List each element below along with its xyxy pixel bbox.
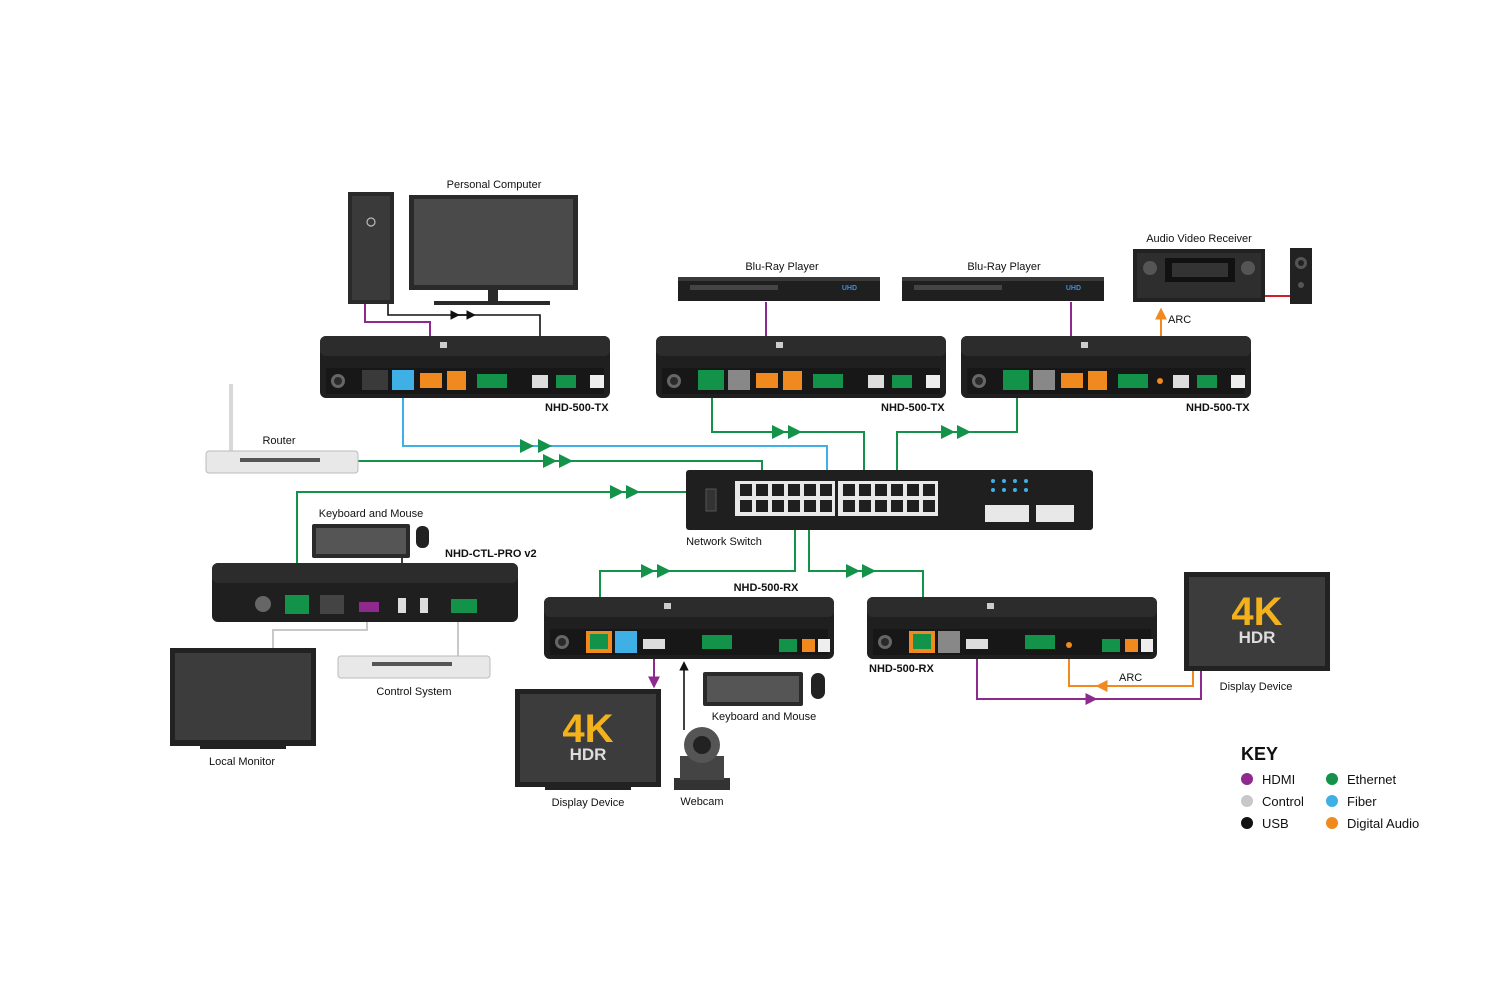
display-arc-label: ARC bbox=[1119, 672, 1142, 684]
nhd-500-tx-1: NHD-500-TX bbox=[320, 336, 610, 414]
switch-port bbox=[891, 500, 903, 512]
avr-label: Audio Video Receiver bbox=[1146, 233, 1252, 245]
legend-swatch bbox=[1326, 773, 1338, 785]
switch-port bbox=[772, 500, 784, 512]
switch-port bbox=[923, 484, 935, 496]
switch-port bbox=[859, 484, 871, 496]
kbm-2-label: Keyboard and Mouse bbox=[712, 711, 817, 723]
legend-swatch bbox=[1241, 817, 1253, 829]
switch-port bbox=[907, 484, 919, 496]
switch-led bbox=[1002, 479, 1006, 483]
legend-label: Ethernet bbox=[1347, 772, 1397, 787]
rx2-label: NHD-500-RX bbox=[869, 663, 934, 675]
uhd-badge-1: UHD bbox=[842, 285, 857, 292]
bluray-player-2: UHD Blu-Ray Player bbox=[902, 261, 1104, 301]
switch-led bbox=[1013, 488, 1017, 492]
display-center-label: Display Device bbox=[552, 797, 625, 809]
legend-swatch bbox=[1241, 795, 1253, 807]
display-device-center: 4K HDR Display Device bbox=[515, 689, 661, 809]
switch-led bbox=[1002, 488, 1006, 492]
avr-arc-label: ARC bbox=[1168, 314, 1191, 326]
switch-led bbox=[991, 488, 995, 492]
logo-4k-right: 4K bbox=[1231, 590, 1282, 634]
switch-label: Network Switch bbox=[686, 536, 762, 548]
router-label: Router bbox=[262, 435, 295, 447]
bluray-2-label: Blu-Ray Player bbox=[967, 261, 1041, 273]
switch-port bbox=[740, 484, 752, 496]
switch-port bbox=[788, 500, 800, 512]
rx1-label: NHD-500-RX bbox=[734, 582, 799, 594]
legend-swatch bbox=[1326, 795, 1338, 807]
nhd-500-rx-1: NHD-500-RX bbox=[544, 582, 834, 659]
display-device-right: 4K HDR Display Device bbox=[1184, 572, 1330, 693]
switch-port bbox=[788, 484, 800, 496]
switch-port bbox=[804, 500, 816, 512]
personal-computer: Personal Computer bbox=[348, 179, 578, 305]
network-switch: Network Switch bbox=[686, 470, 1093, 548]
switch-led bbox=[1013, 479, 1017, 483]
switch-port bbox=[740, 500, 752, 512]
legend-swatch bbox=[1241, 773, 1253, 785]
logo-hdr-center: HDR bbox=[570, 745, 607, 764]
local-monitor: Local Monitor bbox=[170, 648, 316, 768]
switch-led bbox=[1024, 488, 1028, 492]
legend-label: Fiber bbox=[1347, 794, 1377, 809]
switch-port bbox=[820, 500, 832, 512]
tx2-label: NHD-500-TX bbox=[881, 402, 945, 414]
arc-display-rx2 bbox=[1068, 648, 1194, 687]
tx1-label: NHD-500-TX bbox=[545, 402, 609, 414]
nhd-500-rx-2: NHD-500-RX bbox=[867, 597, 1157, 675]
switch-port bbox=[891, 484, 903, 496]
switch-port bbox=[756, 500, 768, 512]
legend-swatch bbox=[1326, 817, 1338, 829]
switch-led bbox=[1024, 479, 1028, 483]
switch-port bbox=[804, 484, 816, 496]
switch-port bbox=[875, 484, 887, 496]
switch-port bbox=[772, 484, 784, 496]
logo-hdr-right: HDR bbox=[1239, 628, 1276, 647]
tx3-label: NHD-500-TX bbox=[1186, 402, 1250, 414]
legend-title: KEY bbox=[1241, 744, 1278, 764]
legend-label: Control bbox=[1262, 794, 1304, 809]
webcam-label: Webcam bbox=[680, 796, 723, 808]
router: Router bbox=[205, 384, 359, 474]
logo-4k-center: 4K bbox=[562, 707, 613, 751]
legend-label: Digital Audio bbox=[1347, 816, 1419, 831]
uhd-badge-2: UHD bbox=[1066, 285, 1081, 292]
audio-video-receiver: Audio Video Receiver bbox=[1133, 233, 1265, 302]
nhd-ctl-pro: NHD-CTL-PRO v2 bbox=[212, 548, 537, 622]
keyboard-mouse-2: Keyboard and Mouse bbox=[703, 672, 825, 723]
switch-port bbox=[843, 500, 855, 512]
switch-port bbox=[843, 484, 855, 496]
switch-port bbox=[859, 500, 871, 512]
display-right-label: Display Device bbox=[1220, 681, 1293, 693]
local-monitor-label: Local Monitor bbox=[209, 756, 275, 768]
switch-port bbox=[923, 500, 935, 512]
bluray-1-label: Blu-Ray Player bbox=[745, 261, 819, 273]
switch-port bbox=[907, 500, 919, 512]
pc-label: Personal Computer bbox=[447, 179, 542, 191]
switch-led bbox=[991, 479, 995, 483]
control-system: Control System bbox=[337, 655, 491, 698]
ctl-label: NHD-CTL-PRO v2 bbox=[445, 548, 537, 560]
control-system-label: Control System bbox=[376, 686, 451, 698]
kbm-1-label: Keyboard and Mouse bbox=[319, 508, 424, 520]
switch-port bbox=[820, 484, 832, 496]
switch-port bbox=[875, 500, 887, 512]
nhd-500-tx-2: NHD-500-TX bbox=[656, 336, 946, 414]
webcam: Webcam bbox=[674, 727, 730, 808]
nhd-500-tx-3: NHD-500-TX bbox=[961, 336, 1251, 414]
legend-label: USB bbox=[1262, 816, 1289, 831]
legend-label: HDMI bbox=[1262, 772, 1295, 787]
switch-port bbox=[756, 484, 768, 496]
keyboard-mouse-1: Keyboard and Mouse bbox=[312, 508, 429, 558]
speaker bbox=[1290, 248, 1312, 304]
bluray-player-1: UHD Blu-Ray Player bbox=[678, 261, 880, 301]
